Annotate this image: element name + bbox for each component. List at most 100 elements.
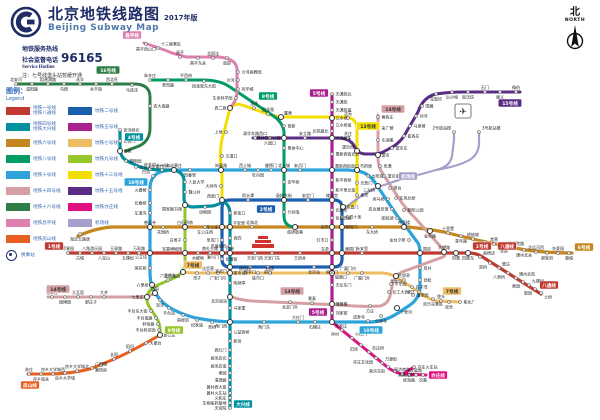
station-label: 关庄 bbox=[344, 130, 352, 136]
station-label: 国展 bbox=[426, 103, 434, 109]
station-label: 望京东 bbox=[396, 145, 408, 151]
legend-swatch bbox=[6, 155, 30, 163]
page-title: 北京地铁线路图 bbox=[48, 5, 161, 23]
station-label: 2号航站楼 bbox=[432, 125, 451, 131]
station-桥湾 bbox=[268, 271, 272, 275]
station-label: 角门西 bbox=[215, 323, 227, 329]
station-荣昌东街 bbox=[393, 369, 397, 373]
legend-swatch bbox=[68, 123, 92, 131]
station-角门西 bbox=[226, 318, 234, 326]
station-label: 西苑 bbox=[124, 148, 132, 154]
station-label: 北运河西 bbox=[528, 244, 544, 250]
legend-label: 地铁亦庄线 bbox=[95, 204, 118, 210]
station-label: 双合 bbox=[445, 304, 453, 310]
station-九龙山 bbox=[392, 272, 400, 280]
station-永安里 bbox=[360, 251, 364, 255]
badge-10号线: 10号线 bbox=[124, 177, 148, 187]
station-郭庄子 bbox=[89, 295, 93, 299]
station-大红门 bbox=[296, 320, 300, 324]
station-果园 bbox=[521, 280, 525, 284]
legend-item-15: 机场线 bbox=[68, 217, 130, 229]
station-label: 积水潭 bbox=[242, 192, 254, 198]
station-苏州街 bbox=[160, 168, 164, 172]
station-label: 广渠门外 bbox=[354, 275, 370, 281]
legend-label: 地铁四号线 地铁大兴线 bbox=[33, 122, 56, 132]
station-三元桥 bbox=[374, 182, 382, 190]
station-label: 首经贸 bbox=[177, 317, 189, 323]
station-label: 园博园 bbox=[59, 299, 71, 305]
badge-15号线: 15号线 bbox=[498, 98, 522, 108]
station-label: 北新桥 bbox=[336, 207, 348, 213]
station-焦化厂 bbox=[458, 300, 462, 304]
station-label: 国家图书馆 bbox=[162, 206, 182, 212]
page-title-en: Beijing Subway Map bbox=[48, 23, 160, 33]
svg-text:1号线: 1号线 bbox=[476, 243, 489, 250]
station-label: 牡丹园 bbox=[252, 172, 264, 178]
station-label: 知春里 bbox=[184, 172, 196, 178]
station-label: 青年路 bbox=[455, 238, 467, 244]
station-平安里 bbox=[226, 223, 234, 231]
station-label: 十里堡 bbox=[442, 225, 454, 231]
legend-swatch bbox=[68, 187, 92, 195]
station-label: 天安门西 bbox=[247, 255, 263, 261]
station-巩华城 bbox=[236, 87, 240, 91]
station-什刹海 bbox=[282, 210, 286, 214]
station-郭公庄 bbox=[156, 331, 164, 339]
station-label: 安立路 bbox=[299, 130, 311, 136]
station-魏公村 bbox=[183, 190, 187, 194]
station-label: 大屯路东 bbox=[336, 135, 352, 141]
station-花梨坎 bbox=[434, 92, 438, 96]
legend-swatch bbox=[68, 203, 92, 211]
station-label: 清华东路西口 bbox=[243, 130, 267, 136]
station-label: 灵境胡同 bbox=[211, 243, 227, 249]
station-新街口 bbox=[228, 211, 232, 215]
station-东单 bbox=[328, 249, 336, 257]
station-八里桥 bbox=[506, 271, 510, 275]
station-东四 bbox=[328, 223, 336, 231]
station-玉泉路 bbox=[114, 251, 118, 255]
station-青年路 bbox=[459, 234, 463, 238]
station-label: 丰台科技园 bbox=[136, 327, 156, 333]
station-label: 亦庄火车站 bbox=[418, 364, 438, 370]
station-上地 bbox=[224, 130, 228, 134]
station-十里河 bbox=[393, 304, 401, 312]
station-长春桥 bbox=[148, 201, 152, 205]
station-label: 屯佃 bbox=[60, 86, 68, 92]
station-金台夕照 bbox=[407, 238, 411, 242]
station-梨园 bbox=[533, 287, 537, 291]
station-经海路 bbox=[407, 373, 411, 377]
station-顺义 bbox=[498, 90, 502, 94]
badge-5号线: 5号线 bbox=[309, 88, 329, 98]
station-label: 霍营 bbox=[284, 110, 292, 116]
station-昌平东关 bbox=[196, 56, 200, 60]
station-label: 土桥 bbox=[544, 294, 552, 300]
station-label: 管庄 bbox=[502, 261, 510, 267]
station-label: 回龙观 bbox=[262, 106, 274, 112]
station-label: 军事博物馆 bbox=[162, 246, 182, 252]
station-王府井 bbox=[298, 251, 302, 255]
station-知春里 bbox=[188, 168, 192, 172]
station-双合 bbox=[447, 300, 451, 304]
svg-text:昌平线: 昌平线 bbox=[125, 32, 139, 39]
station-label: 大红门 bbox=[292, 314, 304, 320]
station-南法信 bbox=[466, 90, 470, 94]
svg-text:✈: ✈ bbox=[459, 108, 467, 118]
station-天安门西 bbox=[253, 251, 257, 255]
station-北海北 bbox=[250, 225, 254, 229]
station-label: 上地 bbox=[215, 129, 223, 135]
station-建国门 bbox=[338, 249, 346, 257]
station-label: 望京 bbox=[382, 152, 390, 158]
station-和平西桥 bbox=[330, 178, 334, 182]
station-label: 万寿路 bbox=[133, 245, 145, 251]
station-刘家窑 bbox=[330, 311, 334, 315]
legend-item-9: 地铁十三号线 bbox=[68, 169, 130, 181]
badge-1号线: 1号线 bbox=[44, 241, 64, 251]
station-石门 bbox=[483, 90, 487, 94]
station-label: 北苑 bbox=[344, 110, 352, 116]
station-label: 九棵树 bbox=[532, 278, 544, 284]
station-label: 安河桥北 bbox=[124, 127, 140, 133]
station-大葆台 bbox=[144, 341, 148, 345]
station-化工 bbox=[417, 290, 421, 294]
legend-swatch bbox=[6, 187, 30, 195]
station-高米店北 bbox=[228, 356, 232, 360]
